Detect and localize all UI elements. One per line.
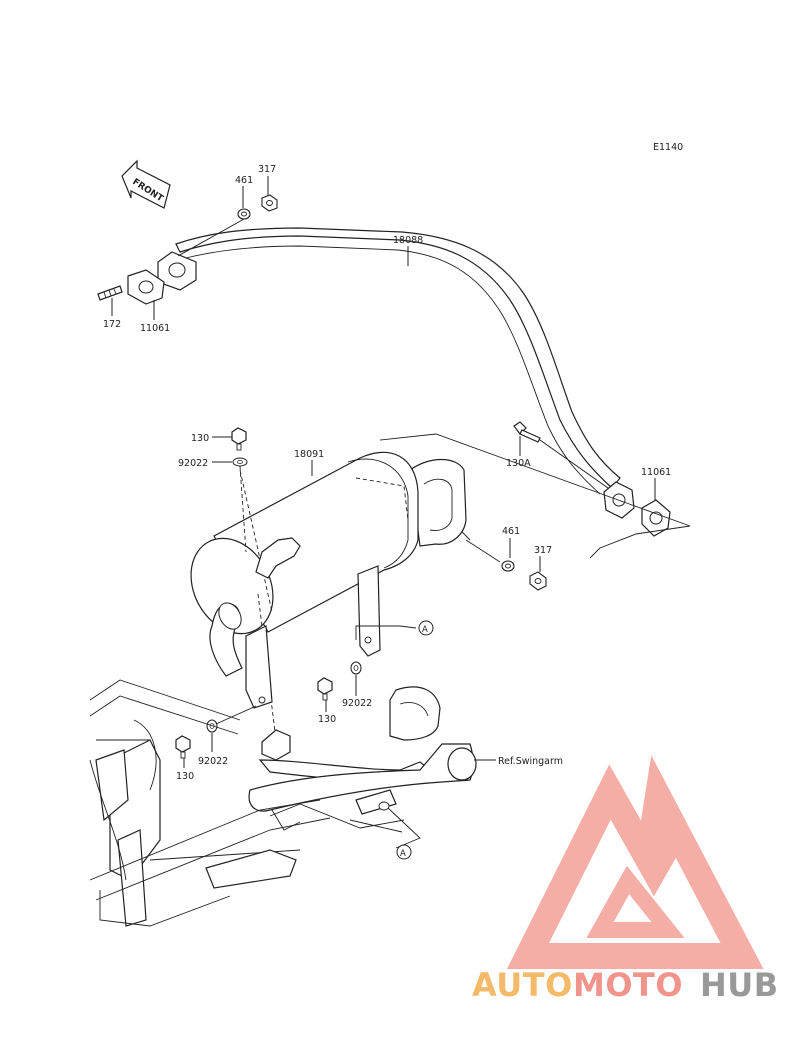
stud-bolt <box>97 285 123 301</box>
bolt-130a <box>513 421 541 443</box>
ref-marker-a-1: A <box>422 625 428 635</box>
logo-moto: MOTO <box>573 966 683 1004</box>
exhaust-header-pipe <box>175 227 621 495</box>
logo-hub: HUB <box>700 966 779 1004</box>
ref-marker-a-2: A <box>400 849 406 859</box>
label-92022-low: 92022 <box>198 756 228 767</box>
right-gasket <box>641 499 671 537</box>
label-92022-mid: 92022 <box>342 698 372 709</box>
label-461-right: 461 <box>502 526 520 537</box>
washer-92022-top <box>232 457 248 467</box>
label-461-top: 461 <box>235 175 253 186</box>
ref-swingarm-label: Ref.Swingarm <box>498 756 563 767</box>
washer-461-top <box>237 208 251 220</box>
left-gasket <box>127 269 165 305</box>
label-317-right: 317 <box>534 545 552 556</box>
label-172: 172 <box>103 319 121 330</box>
nut-317-right <box>529 571 547 591</box>
bolt-130-mid <box>317 677 333 701</box>
nut-317-top <box>261 194 278 212</box>
washer-92022-mid <box>350 661 362 675</box>
label-11061-right: 11061 <box>641 467 671 478</box>
label-130-low: 130 <box>176 771 194 782</box>
label-11061-left: 11061 <box>140 323 170 334</box>
label-130-mid: 130 <box>318 714 336 725</box>
bolt-130-top <box>231 427 247 451</box>
frame-and-swingarm <box>89 679 477 927</box>
bolt-130-low <box>175 735 191 759</box>
diagram-code: E1140 <box>653 142 683 153</box>
label-92022-top: 92022 <box>178 458 208 469</box>
label-18088: 18088 <box>393 235 423 246</box>
front-arrow-icon: FRONT <box>121 159 171 209</box>
left-pipe-flange <box>157 251 197 291</box>
automotohub-logo: AUTO MOTO HUB <box>472 755 779 1004</box>
washer-461-right <box>501 560 515 572</box>
label-18091: 18091 <box>294 449 324 460</box>
label-130-top: 130 <box>191 433 209 444</box>
label-317-top: 317 <box>258 164 276 175</box>
logo-auto: AUTO <box>472 966 573 1004</box>
muffler <box>190 451 467 741</box>
